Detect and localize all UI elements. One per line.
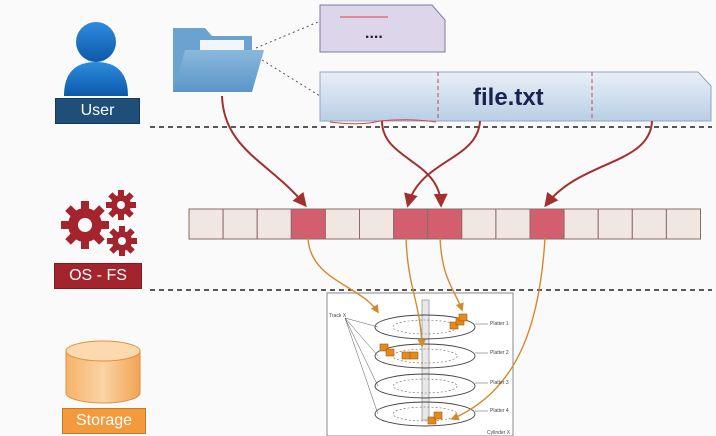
block [188,208,224,240]
mapping-arrow [404,120,481,208]
block-used [393,208,429,240]
storage-arrow [307,237,379,314]
block-strip [188,208,702,240]
mapping-arrow [544,120,653,208]
user-icon [64,22,128,96]
block [563,208,599,240]
small-file-name: .... [365,25,383,42]
folder-link-line [255,21,319,49]
storage-arrow [439,237,464,312]
platter-label: Platter 2 [490,350,509,356]
folder-icon [173,28,264,92]
gears-icon [61,190,137,256]
disk-frame [326,292,514,436]
block [665,208,702,240]
block [495,208,531,240]
storage-arrow [450,237,546,421]
track-label: Track X [329,313,347,319]
disk-diagram [326,292,514,436]
mapping-arrow [221,95,307,208]
storage-label: Storage [62,408,146,434]
platter-label: Platter 1 [490,321,509,327]
platter-label: Platter 4 [490,408,509,414]
block [222,208,258,240]
spindle [421,299,430,421]
block-used [290,208,326,240]
block [256,208,292,240]
block [359,208,395,240]
sector-blocks [379,313,468,425]
block [597,208,633,240]
file-name: file.txt [473,84,544,111]
folder-link-line [261,59,321,97]
cylinder-label: Cylinder X [487,430,511,436]
block [631,208,667,240]
user-label: User [55,98,140,124]
platter-disk [374,314,476,340]
platter-disk [374,373,476,399]
main-file-shape [319,71,712,122]
mapping-arrow [381,120,448,208]
platter-disk [374,401,476,427]
block [461,208,497,240]
platter-label: Platter 3 [490,380,509,386]
os-fs-label: OS - FS [54,263,142,289]
database-icon [65,340,141,404]
storage-arrow [405,237,426,348]
block [324,208,360,240]
annotation-mark [329,119,437,125]
block-used [529,208,565,240]
block-used [427,208,463,240]
